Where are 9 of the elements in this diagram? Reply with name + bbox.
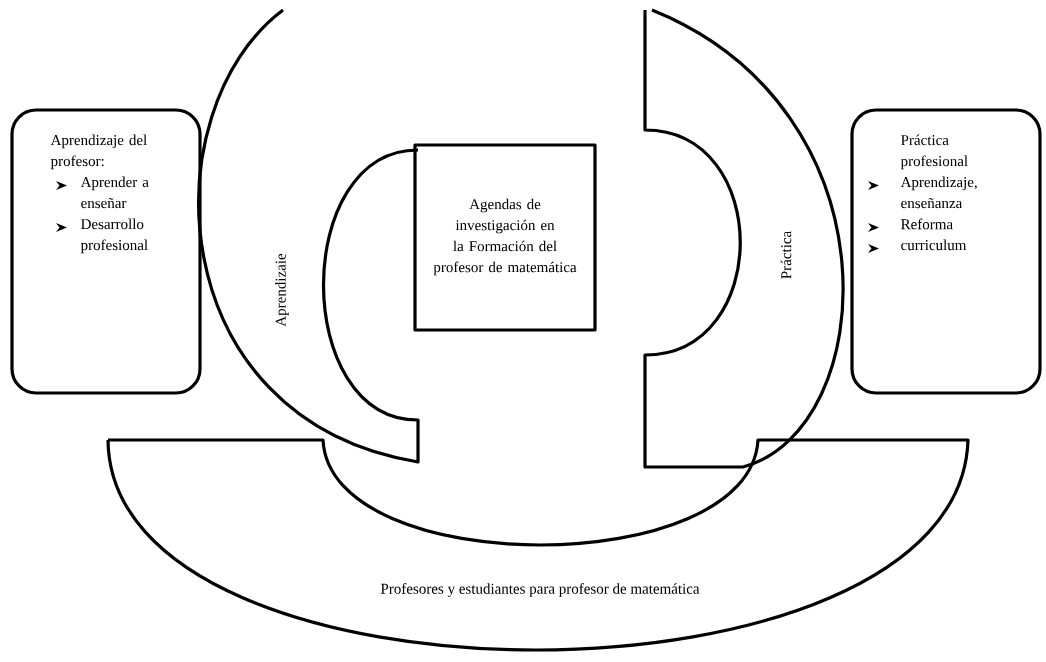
bullet-text: curriculum bbox=[901, 239, 967, 251]
bullet-text: Reforma bbox=[901, 218, 953, 230]
arc-band: Aprendizaie bbox=[197, 8, 420, 464]
arc-band: Profesores y estudiantes para profesor de matemática bbox=[106, 438, 970, 652]
center-box: Agendas de investigación en la Formación del profesor de matemática bbox=[413, 143, 597, 332]
bullet-text: Aprender a enseñar bbox=[80, 176, 149, 209]
bullet-text: Desarrollo profesional bbox=[80, 218, 148, 254]
bullet-text: Aprendizaje, enseñanza bbox=[900, 176, 977, 209]
arc-band: Práctica bbox=[643, 8, 844, 469]
